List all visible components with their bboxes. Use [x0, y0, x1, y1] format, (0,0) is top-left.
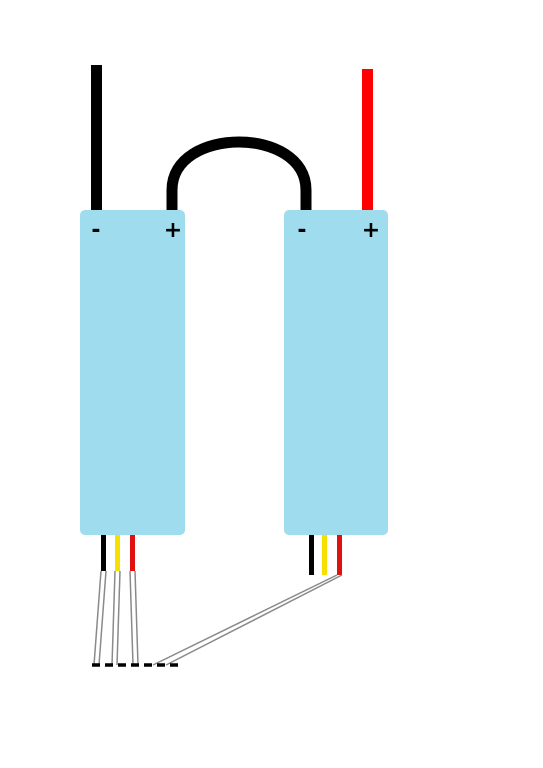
right-negative-terminal-label: - — [297, 218, 306, 243]
thin-wire-left-3 — [129, 570, 134, 666]
thin-wire-left-2b — [116, 570, 121, 666]
battery-pack-left — [80, 210, 185, 535]
right-balance-black-wire — [309, 535, 314, 575]
battery-pack-right — [284, 210, 388, 535]
left-positive-terminal-label: + — [164, 218, 182, 243]
right-balance-yellow-wire — [322, 535, 327, 575]
left-balance-lead — [101, 535, 135, 571]
series-link-wire — [166, 136, 312, 213]
thin-wire-right-a — [152, 574, 338, 666]
left-negative-lead-wire — [91, 65, 102, 212]
thin-wire-right-b — [165, 574, 343, 666]
thin-wire-left-2 — [111, 570, 116, 666]
right-positive-terminal-label: + — [362, 218, 380, 243]
right-balance-red-wire — [337, 535, 342, 575]
left-balance-black-wire — [101, 535, 106, 571]
right-positive-lead-wire — [362, 69, 373, 212]
thin-wire-left-3b — [134, 570, 139, 666]
left-balance-yellow-wire — [115, 535, 120, 571]
thin-wire-left-1 — [93, 570, 102, 666]
left-negative-terminal-label: - — [91, 218, 100, 243]
balance-connection-wires — [93, 570, 343, 666]
thin-wire-left-1b — [98, 570, 107, 666]
right-balance-lead — [309, 535, 342, 575]
left-balance-red-wire — [130, 535, 135, 571]
